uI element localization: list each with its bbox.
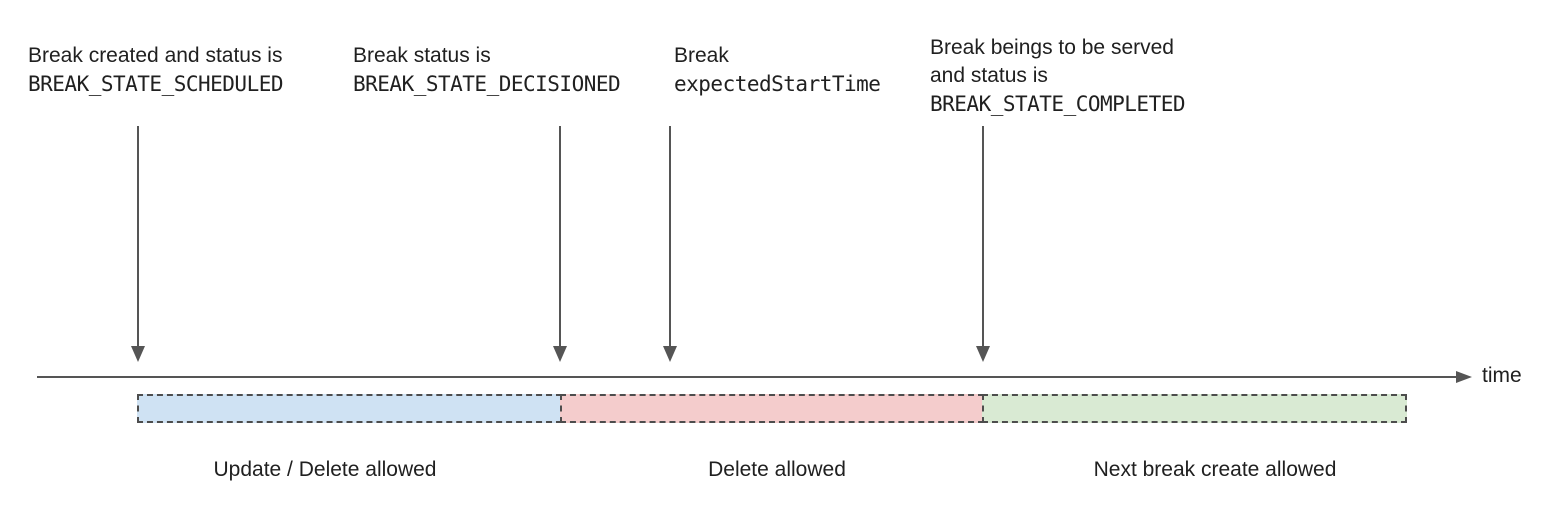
annotation-text: and status is bbox=[930, 64, 1048, 87]
annotation-expected-start-time: Break expectedStartTime bbox=[674, 42, 881, 98]
time-axis bbox=[37, 376, 1458, 378]
annotation-code: expectedStartTime bbox=[674, 72, 881, 96]
annotation-text: Break bbox=[674, 44, 729, 67]
segment-update-delete-allowed bbox=[137, 394, 562, 423]
annotation-code: BREAK_STATE_SCHEDULED bbox=[28, 72, 284, 96]
segment-delete-allowed bbox=[560, 394, 984, 423]
annotation-break-scheduled: Break created and status is BREAK_STATE_… bbox=[28, 42, 284, 98]
arrowhead-down-icon bbox=[131, 346, 145, 362]
time-axis-arrowhead-icon bbox=[1456, 371, 1472, 383]
down-arrow-icon bbox=[976, 126, 990, 362]
annotation-code: BREAK_STATE_COMPLETED bbox=[930, 92, 1186, 116]
annotation-text: Break beings to be served bbox=[930, 36, 1174, 59]
annotation-break-completed: Break beings to be served and status is … bbox=[930, 34, 1186, 118]
time-axis-label: time bbox=[1482, 364, 1522, 387]
segment-label: Delete allowed bbox=[708, 458, 846, 481]
down-arrow-icon bbox=[663, 126, 677, 362]
down-arrow-icon bbox=[131, 126, 145, 362]
annotation-break-decisioned: Break status is BREAK_STATE_DECISIONED bbox=[353, 42, 621, 98]
segment-label: Update / Delete allowed bbox=[213, 458, 437, 481]
annotation-code: BREAK_STATE_DECISIONED bbox=[353, 72, 621, 96]
annotation-text: Break created and status is bbox=[28, 44, 283, 67]
segment-label: Next break create allowed bbox=[1093, 458, 1337, 481]
annotation-text: Break status is bbox=[353, 44, 491, 67]
arrowhead-down-icon bbox=[976, 346, 990, 362]
arrowhead-down-icon bbox=[663, 346, 677, 362]
arrowhead-down-icon bbox=[553, 346, 567, 362]
segment-next-break-create-allowed bbox=[982, 394, 1407, 423]
down-arrow-icon bbox=[553, 126, 567, 362]
